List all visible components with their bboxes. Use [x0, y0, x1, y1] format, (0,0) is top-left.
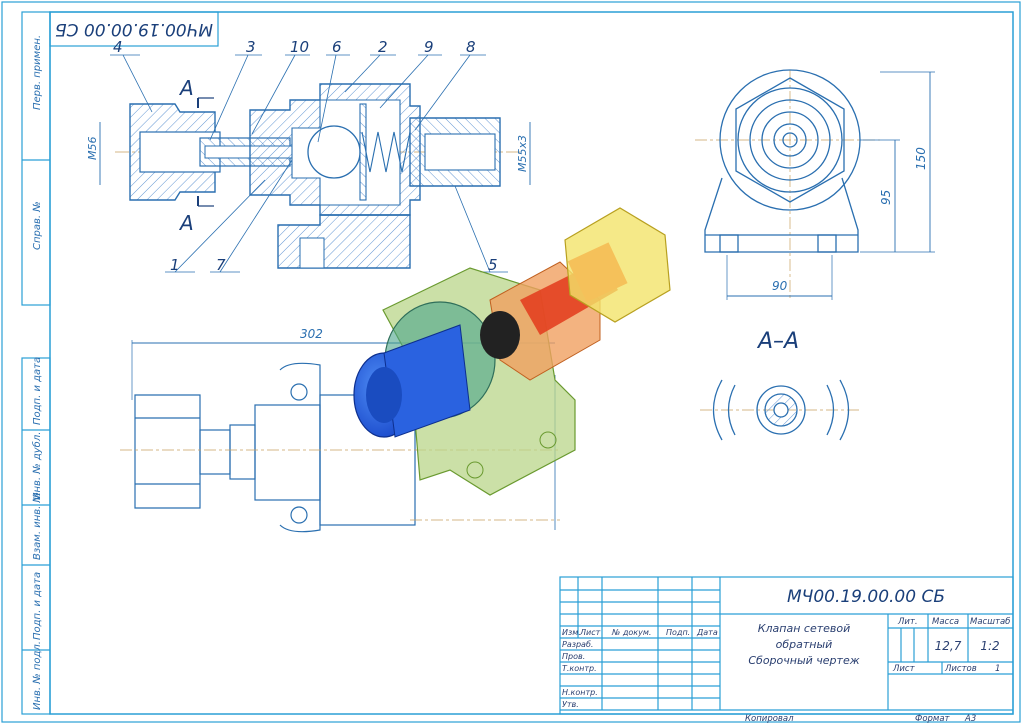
tb-col-sign: Подп. — [666, 628, 690, 637]
margin-label-ref-no: Справ. № — [32, 201, 43, 250]
tb-scale-label: Масштаб — [970, 617, 1010, 627]
callout-7: 7 — [216, 256, 226, 274]
callout-4: 4 — [113, 38, 123, 56]
iso-view: 302 — [120, 207, 671, 533]
callout-6: 6 — [332, 38, 342, 56]
callout-10: 10 — [290, 38, 309, 56]
margin-label-sign-date-2: Подп. и дата — [32, 572, 43, 640]
tb-col-date: Дата — [696, 628, 718, 637]
margin-label-sign-date-1: Подп. и дата — [32, 357, 43, 425]
tb-name-line2: обратный — [776, 638, 833, 651]
tb-format-value: А3 — [964, 714, 976, 724]
tb-name-line3: Сборочный чертеж — [748, 654, 859, 667]
tb-row-tcontrol: Т.контр. — [562, 664, 597, 673]
margin-label-first-use: Перв. примен. — [32, 35, 43, 110]
margin-label-orig-inv: Инв. № подл. — [32, 641, 43, 710]
dim-m55x3: М55x3 — [516, 135, 529, 172]
tb-sheets-label: Листов — [944, 664, 977, 674]
tb-row-approved: Утв. — [562, 700, 579, 709]
dim-302: 302 — [300, 327, 323, 341]
tb-row-developed: Разраб. — [562, 640, 593, 649]
callout-1: 1 — [170, 256, 180, 274]
callout-5: 5 — [488, 256, 498, 274]
tb-scale-value: 1:2 — [980, 639, 999, 653]
end-view — [695, 69, 935, 300]
callout-2: 2 — [378, 38, 388, 56]
title-block — [559, 576, 1014, 715]
section-view: А А М56 М55x3 4 3 10 6 2 9 8 1 — [86, 38, 531, 274]
tb-lit-label: Лит. — [897, 617, 918, 627]
tb-sheet-label: Лист — [892, 664, 916, 674]
tb-name-line1: Клапан сетевой — [758, 622, 851, 635]
tb-row-ncontrol: Н.контр. — [562, 688, 598, 697]
cut-label-top: А — [178, 76, 194, 100]
tb-copied-label: Копировал — [745, 714, 794, 724]
dim-150: 150 — [914, 147, 928, 170]
tb-col-list: Лист — [579, 628, 601, 637]
doc-code-box — [49, 11, 219, 47]
dim-95: 95 — [879, 190, 893, 205]
margin-label-dup-inv: Инв. № дубл. — [31, 432, 43, 500]
left-margin-strip — [21, 11, 51, 715]
tb-row-checked: Пров. — [562, 652, 585, 661]
section-aa-title: А–А — [756, 329, 799, 354]
tb-format-label: Формат — [915, 714, 951, 724]
tb-mass-value: 12,7 — [935, 639, 962, 653]
tb-designation: МЧ00.19.00.00 СБ — [787, 587, 945, 607]
margin-label-repl-inv: Взам. инв. № — [32, 492, 43, 560]
doc-code-rotated: МЧ00.19.00.00 СБ — [55, 19, 213, 39]
tb-mass-label: Масса — [932, 617, 959, 627]
section-aa-view — [700, 379, 860, 441]
dim-90: 90 — [772, 279, 788, 293]
tb-col-doc: № докум. — [611, 628, 651, 637]
cut-label-bottom: А — [178, 211, 194, 235]
callout-3: 3 — [246, 38, 256, 56]
callout-9: 9 — [424, 38, 434, 56]
tb-sheets-value: 1 — [995, 664, 1000, 674]
tb-col-izm: Изм. — [562, 628, 581, 637]
dim-m56: М56 — [86, 137, 99, 161]
callout-8: 8 — [466, 38, 476, 56]
